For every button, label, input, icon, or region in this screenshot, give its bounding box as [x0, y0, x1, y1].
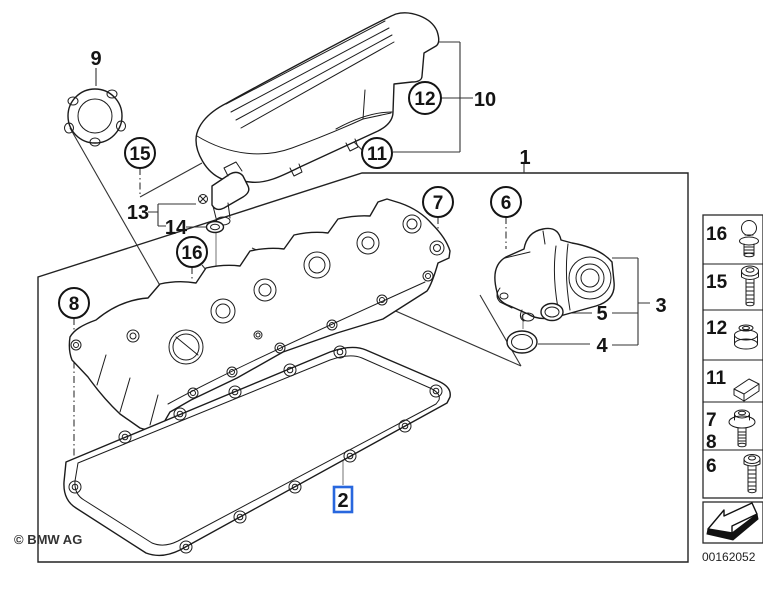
svg-text:7: 7 — [706, 410, 717, 431]
callout-11[interactable]: 11 — [361, 137, 393, 169]
svg-text:12: 12 — [706, 318, 727, 339]
gasket-bolt-tabs — [68, 345, 443, 554]
svg-text:16: 16 — [181, 243, 202, 264]
screw-with-washer-icon — [728, 409, 756, 448]
svg-text:8: 8 — [706, 432, 717, 453]
callout-6[interactable]: 6 — [490, 186, 522, 218]
direction-arrow-icon — [706, 502, 759, 541]
svg-text:15: 15 — [129, 144, 151, 165]
callout-9[interactable]: 9 — [90, 48, 101, 70]
svg-text:16: 16 — [706, 224, 727, 245]
legend-item-11[interactable]: 11 — [706, 368, 760, 402]
copyright-text: © BMW AG — [14, 532, 82, 547]
direction-arrow-box — [702, 501, 763, 544]
gasket-drawing — [63, 345, 451, 557]
svg-text:11: 11 — [706, 368, 727, 389]
legend-item-16[interactable]: 16 — [706, 220, 759, 258]
legend-item-12[interactable]: 12 — [706, 318, 758, 350]
callout-5[interactable]: 5 — [596, 303, 607, 325]
svg-text:6: 6 — [501, 193, 512, 214]
sealing-ring-14-drawing — [205, 220, 225, 234]
callout-4[interactable]: 4 — [596, 335, 608, 357]
svg-text:12: 12 — [414, 89, 435, 110]
legend-sidebar: 16 15 12 — [702, 214, 763, 544]
rubber-buffer-icon — [733, 378, 760, 402]
o-ring-4-drawing — [506, 330, 538, 354]
svg-text:8: 8 — [69, 294, 80, 315]
o-ring-5-drawing — [540, 302, 564, 322]
acoustic-cover-drawing — [195, 12, 440, 184]
svg-text:2: 2 — [337, 490, 348, 512]
legend-item-15[interactable]: 15 — [706, 265, 759, 307]
callout-2-highlighted[interactable]: 2 — [332, 485, 354, 514]
oil-filler-cap-drawing — [64, 88, 126, 147]
callout-8[interactable]: 8 — [58, 287, 90, 319]
cylinder-head-screw-icon — [741, 265, 759, 307]
legend-item-6[interactable]: 6 — [706, 454, 761, 494]
svg-text:6: 6 — [706, 456, 717, 477]
oil-separator-drawing — [494, 227, 615, 322]
svg-text:7: 7 — [433, 193, 444, 214]
callout-14[interactable]: 14 — [165, 217, 188, 239]
callout-3[interactable]: 3 — [655, 295, 666, 317]
callout-7[interactable]: 7 — [422, 186, 454, 218]
fillister-screw-icon — [743, 454, 761, 494]
callout-10[interactable]: 10 — [474, 89, 496, 111]
svg-text:11: 11 — [367, 144, 388, 165]
callout-15[interactable]: 15 — [124, 137, 156, 169]
callout-16[interactable]: 16 — [176, 236, 208, 268]
image-number: 00162052 — [702, 550, 756, 564]
ball-pin-bolt-icon — [739, 220, 759, 258]
assembly-frame — [37, 172, 689, 563]
callout-13[interactable]: 13 — [127, 202, 149, 224]
legend-item-7-8[interactable]: 7 8 — [706, 409, 756, 453]
callout-1[interactable]: 1 — [519, 147, 530, 169]
svg-text:15: 15 — [706, 272, 728, 293]
callout-12[interactable]: 12 — [408, 81, 442, 115]
grommet-icon — [734, 324, 758, 350]
